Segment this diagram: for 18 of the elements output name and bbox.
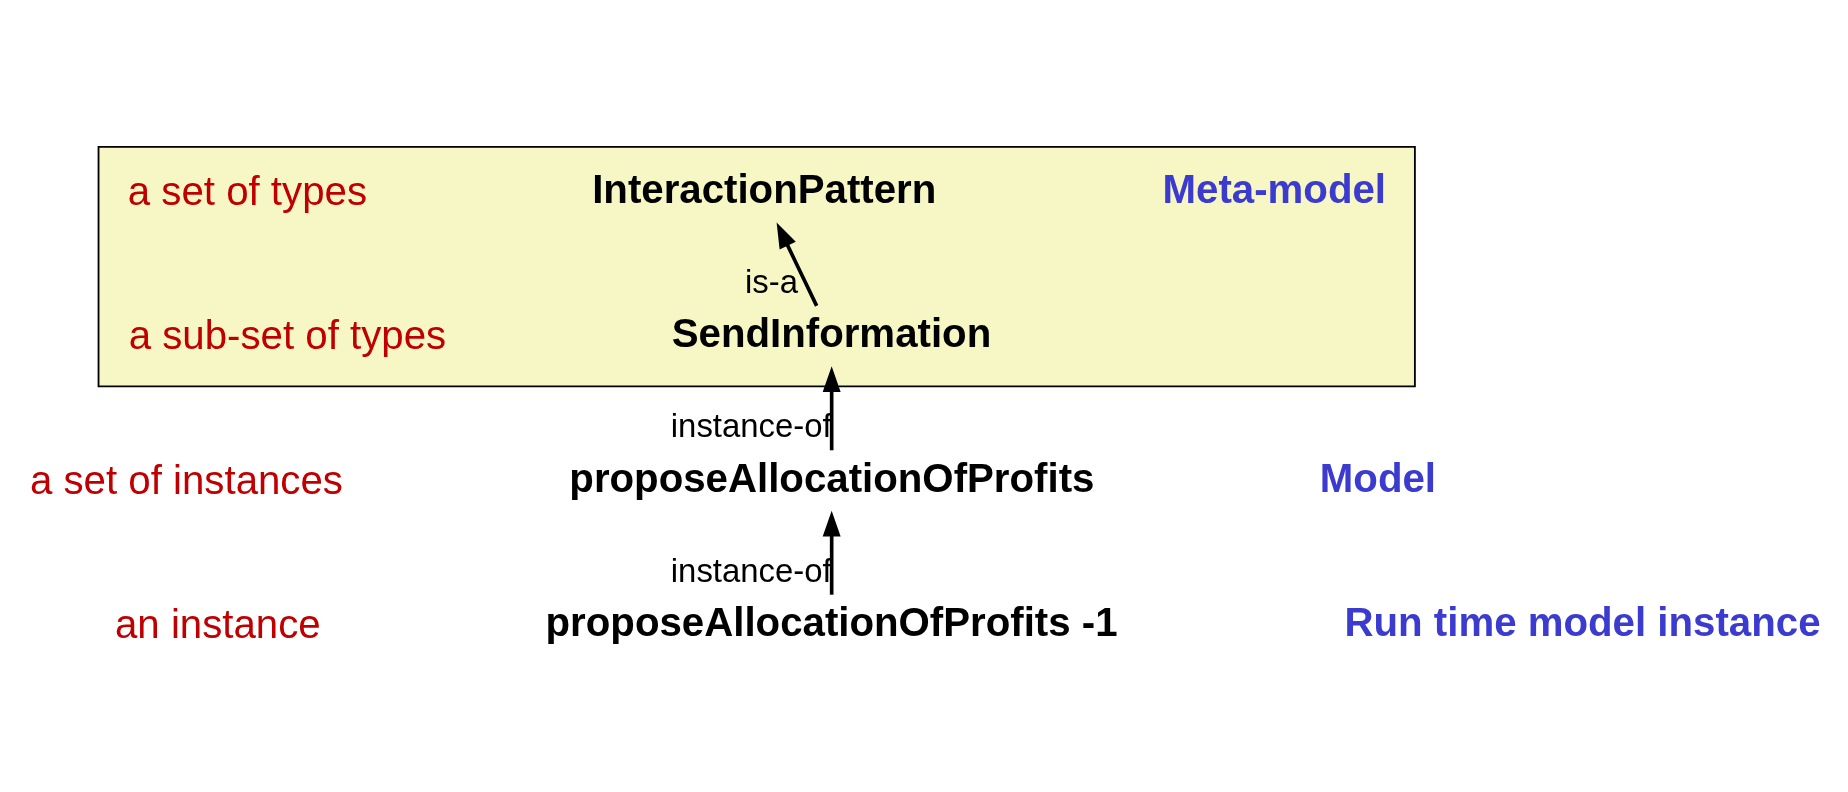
label: a sub-set of types — [128, 312, 447, 358]
node-text: proposeAllocationOfProfits — [569, 455, 1095, 501]
label: Run time model instance — [1344, 599, 1821, 645]
arrow — [822, 365, 841, 450]
node-text: proposeAllocationOfProfits -1 — [545, 599, 1118, 645]
edge-label: instance-of — [670, 551, 832, 589]
arrow — [822, 510, 841, 595]
edge-label: is-a — [744, 262, 798, 300]
arrow — [776, 221, 819, 307]
label: Meta-model — [1162, 166, 1387, 212]
label: a set of instances — [29, 457, 343, 503]
edge-label: instance-of — [670, 406, 832, 444]
node-text: SendInformation — [671, 310, 992, 356]
label: a set of types — [127, 168, 367, 214]
cluster — [97, 145, 1416, 387]
label: Model — [1319, 455, 1437, 501]
label: an instance — [114, 601, 321, 647]
node-text: InteractionPattern — [592, 166, 937, 212]
